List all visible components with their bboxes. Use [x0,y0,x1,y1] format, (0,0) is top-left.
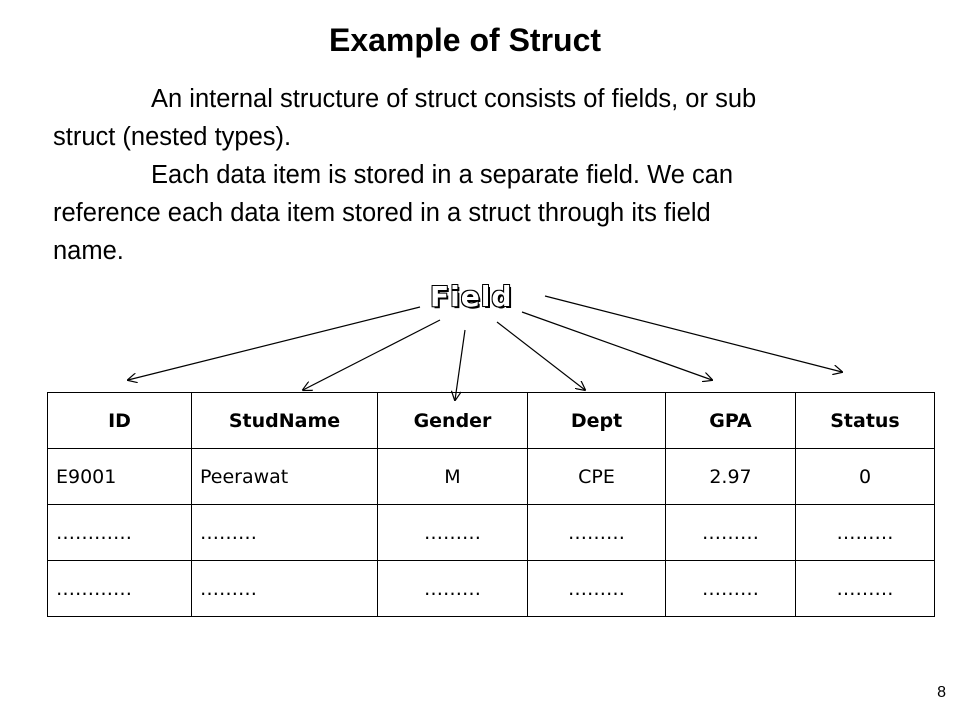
field-label: Field [430,280,513,313]
page-number: 8 [937,684,946,701]
table-cell: 0 [795,448,935,505]
table-cell: ………… [47,504,192,561]
arrow-to-gender [455,329,466,400]
paragraph-2-line-2: reference each data item stored in a str… [53,199,711,227]
table-row: ………… ……… ……… ……… ……… ……… [47,560,935,617]
header-status: Status [795,392,935,449]
paragraph-2-line-1: Each data item is stored in a separate f… [151,161,734,189]
header-id: ID [47,392,192,449]
paragraph-1-line-1: An internal structure of struct consists… [151,85,757,113]
table-cell: ……… [795,560,935,617]
table-cell: ……… [795,504,935,561]
header-gpa: GPA [665,392,796,449]
table-header-row: ID StudName Gender Dept GPA Status [47,392,935,449]
slide-title: Example of Struct [328,22,602,58]
table-row: E9001 Peerawat M CPE 2.97 0 [47,448,935,505]
paragraph-1-line-2: struct (nested types). [53,123,292,151]
table-cell: ……… [377,504,528,561]
table-cell: ……… [191,560,378,617]
table-cell: ………… [47,560,192,617]
arrow-to-gpa [521,311,712,380]
header-studname: StudName [191,392,378,449]
table-cell: 2.97 [665,448,796,505]
table-cell: ……… [527,504,666,561]
paragraph-2-line-3: name. [53,237,124,265]
table-cell: ……… [527,560,666,617]
table-cell: ……… [377,560,528,617]
table-cell: Peerawat [191,448,378,505]
header-gender: Gender [377,392,528,449]
table-row: ………… ……… ……… ……… ……… ……… [47,504,935,561]
table-cell: CPE [527,448,666,505]
header-dept: Dept [527,392,666,449]
arrow-to-studname [303,319,441,390]
paragraph-1: An internal structure of struct consists… [53,80,923,270]
arrow-to-status [544,295,842,372]
table-cell: ……… [191,504,378,561]
table-cell: E9001 [47,448,192,505]
table-cell: ……… [665,560,796,617]
struct-table: ID StudName Gender Dept GPA Status E9001… [47,392,935,617]
table-cell: ……… [665,504,796,561]
arrow-to-id [128,306,421,380]
table-cell: M [377,448,528,505]
arrow-to-dept [496,321,585,390]
